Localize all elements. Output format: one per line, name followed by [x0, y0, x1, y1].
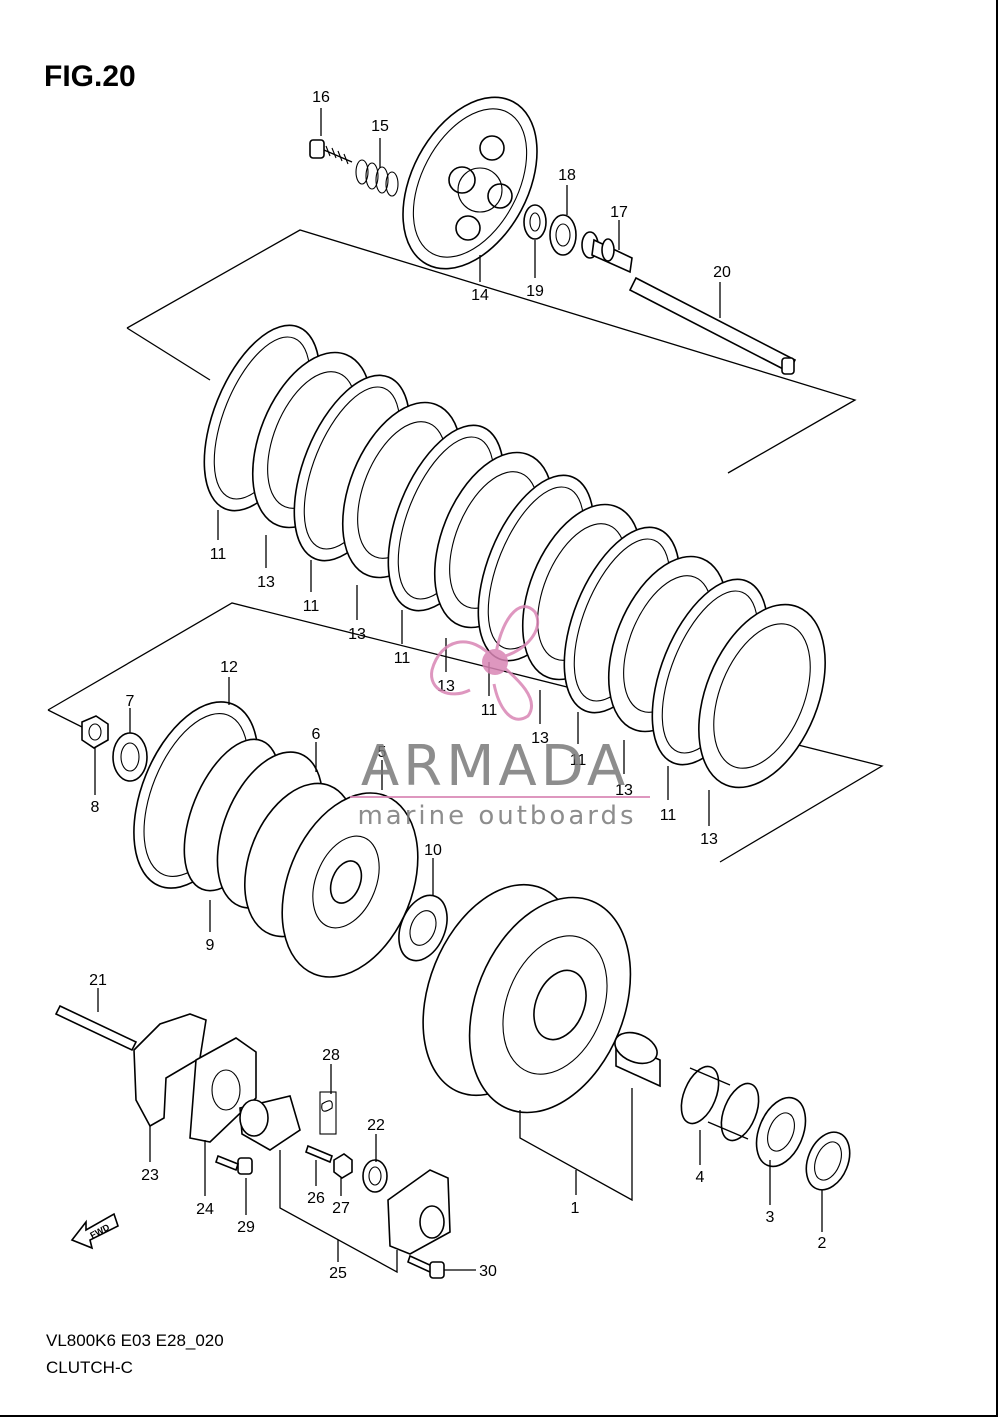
callout-3: 3	[766, 1209, 775, 1226]
callout-16: 16	[312, 89, 330, 106]
armada-watermark: ARMADA marine outboards	[350, 605, 650, 831]
callout-13: 13	[700, 831, 718, 848]
release-cam	[239, 1095, 301, 1151]
clutch-sleeve-hub-nut	[81, 715, 109, 749]
section-name: CLUTCH-C	[46, 1358, 133, 1377]
watermark-brand: ARMADA	[361, 734, 629, 799]
callout-21: 21	[89, 972, 107, 989]
model-code: VL800K6 E03 E28_020	[46, 1331, 224, 1350]
clutch-spring-bolt	[309, 139, 353, 165]
lock-nut-27	[333, 1153, 353, 1179]
figure-title: FIG.20	[44, 60, 136, 93]
leader-lines	[94, 108, 823, 1274]
callout-19: 19	[526, 283, 544, 300]
callout-5: 5	[378, 744, 387, 761]
callout-2: 2	[818, 1235, 827, 1252]
callout-17: 17	[610, 204, 628, 221]
gear-spacer	[614, 1031, 661, 1088]
callout-14: 14	[471, 287, 489, 304]
clutch-plate-stack	[203, 324, 826, 789]
washer-2	[805, 1131, 851, 1191]
release-bearing	[549, 214, 577, 256]
lower-stack-bracket	[47, 602, 884, 863]
upper-stack-bracket	[126, 229, 857, 474]
gasket-24	[189, 1037, 257, 1143]
return-spring	[319, 1091, 337, 1135]
callout-30: 30	[479, 1263, 497, 1280]
thrust-washer-3	[755, 1096, 807, 1168]
pressure-plate	[402, 96, 538, 270]
callout-22: 22	[367, 1117, 385, 1134]
callout-15: 15	[371, 118, 389, 135]
callout-7: 7	[126, 693, 135, 710]
callout-4: 4	[696, 1169, 705, 1186]
clutch-push-piece	[581, 231, 633, 274]
callout-6: 6	[312, 726, 321, 743]
callout-13: 13	[348, 626, 366, 643]
callout-13: 13	[615, 782, 633, 799]
callout-23: 23	[141, 1167, 159, 1184]
clutch-release-rod	[54, 1004, 138, 1052]
cover-plate-23	[133, 1013, 207, 1128]
thrust-washer-10	[398, 894, 448, 962]
clutch-spring	[355, 159, 399, 197]
clutch-push-rod	[628, 276, 797, 375]
adjuster-screw	[305, 1144, 333, 1164]
bolt-30	[407, 1254, 445, 1279]
primary-driven-gear-assembly	[422, 883, 632, 1114]
callout-11: 11	[481, 702, 498, 719]
bolt-29	[215, 1154, 253, 1175]
callout-18: 18	[558, 167, 576, 184]
callout-11: 11	[394, 650, 411, 667]
callout-20: 20	[713, 264, 731, 281]
callout-28: 28	[322, 1047, 340, 1064]
release-housing	[387, 1169, 451, 1255]
callout-11: 11	[660, 807, 677, 824]
washer-7	[112, 732, 148, 782]
callout-11: 11	[210, 546, 227, 563]
callout-29: 29	[237, 1219, 255, 1236]
callout-11: 11	[303, 598, 320, 615]
forward-direction-arrow: FWD	[70, 1212, 119, 1250]
callout-8: 8	[91, 799, 100, 816]
oil-seal-22	[362, 1159, 388, 1193]
callout-13: 13	[257, 574, 275, 591]
callout-1: 1	[571, 1200, 580, 1217]
callout-27: 27	[332, 1200, 350, 1217]
watermark-tagline: marine outboards	[357, 801, 636, 831]
propeller-logo	[430, 605, 540, 721]
washer-19	[523, 204, 547, 240]
callout-13: 13	[531, 730, 549, 747]
callout-25: 25	[329, 1265, 347, 1282]
callout-labels: 1 2 3 4 5 6 7 8 9 10 11 11 11 11 11 11 1…	[89, 89, 826, 1282]
callout-10: 10	[424, 842, 442, 859]
callout-26: 26	[307, 1190, 325, 1207]
callout-24: 24	[196, 1201, 214, 1218]
needle-bearing	[680, 1065, 760, 1142]
callout-11: 11	[570, 752, 587, 769]
driven-plate	[698, 603, 826, 789]
callout-9: 9	[206, 937, 215, 954]
clutch-sleeve-hub	[243, 782, 419, 978]
callout-12: 12	[220, 659, 238, 676]
